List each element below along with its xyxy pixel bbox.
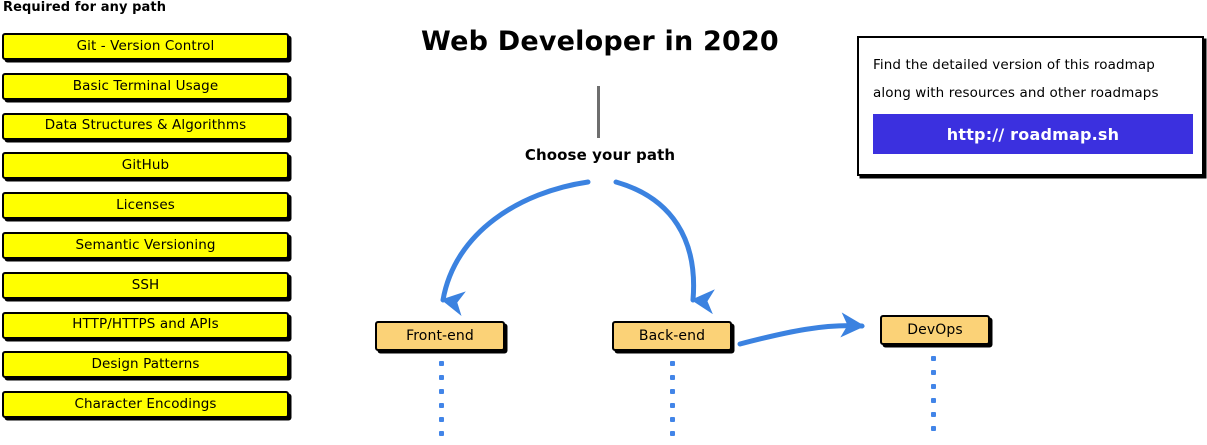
required-item-label: HTTP/HTTPS and APIs [72,316,219,333]
required-item-label: GitHub [121,157,170,174]
dot [669,389,675,394]
page-title: Web Developer in 2020 [421,26,779,57]
required-item-data-structures-algorithms[interactable]: Data Structures & Algorithms [2,112,289,140]
dot [438,403,444,408]
required-item-semantic-versioning[interactable]: Semantic Versioning [2,231,289,259]
required-section-heading: Required for any path [3,0,167,15]
dot [930,356,936,361]
dot [930,426,936,431]
arrow-to-frontend [440,179,591,316]
path-box-label: Front-end [406,328,474,344]
path-box-back-end[interactable]: Back-end [612,321,732,351]
path-box-front-end[interactable]: Front-end [375,321,505,351]
required-for-any-path-section: Required for any path Git - Version Cont… [0,0,300,436]
roadmap-link-button[interactable]: http:// roadmap.sh [873,114,1193,154]
required-item-http-https-and-apis[interactable]: HTTP/HTTPS and APIs [2,311,289,339]
dotted-line-devops [930,356,936,440]
required-item-character-encodings[interactable]: Character Encodings [2,391,289,419]
required-item-label: Basic Terminal Usage [72,77,219,94]
dot [438,417,444,422]
roadmap-link-label: http:// roadmap.sh [946,124,1120,144]
dot [438,375,444,380]
dot [438,389,444,394]
dot [930,384,936,389]
required-skills-list: Git - Version Control Basic Terminal Usa… [0,33,300,431]
required-item-label: Git - Version Control [76,37,215,54]
required-item-label: Semantic Versioning [75,236,216,253]
required-item-ssh[interactable]: SSH [2,271,289,299]
roadmap-info-card: Find the detailed version of this roadma… [857,36,1204,176]
dot [669,431,675,436]
arrow-to-backend [613,179,715,315]
required-item-label: Character Encodings [74,395,217,412]
path-box-devops[interactable]: DevOps [880,315,990,345]
dotted-line-backend [669,361,675,445]
required-item-label: Data Structures & Algorithms [44,117,247,134]
info-card-line-1: Find the detailed version of this roadma… [873,57,1155,73]
dot [669,403,675,408]
dotted-line-frontend [438,361,444,445]
title-block: Web Developer in 2020 [400,26,800,57]
path-box-label: Back-end [638,328,706,344]
required-item-label: Licenses [116,196,175,213]
required-item-label: Design Patterns [91,356,200,373]
dot [930,412,936,417]
required-item-label: SSH [131,276,160,293]
info-card-line-2: along with resources and other roadmaps [873,85,1159,101]
dot [930,370,936,375]
dot [669,361,675,366]
dot [669,417,675,422]
required-item-licenses[interactable]: Licenses [2,192,289,220]
required-item-git-version-control[interactable]: Git - Version Control [2,33,289,60]
arrow-backend-to-devops [737,312,865,347]
path-box-label: DevOps [907,322,963,338]
title-stem-line [597,86,600,138]
dot [438,431,444,436]
required-item-design-patterns[interactable]: Design Patterns [2,351,289,379]
dot [930,398,936,403]
dot [669,375,675,380]
choose-your-path-label: Choose your path [524,146,676,164]
dot [438,361,444,366]
required-item-github[interactable]: GitHub [2,152,289,180]
required-item-basic-terminal-usage[interactable]: Basic Terminal Usage [2,72,289,100]
